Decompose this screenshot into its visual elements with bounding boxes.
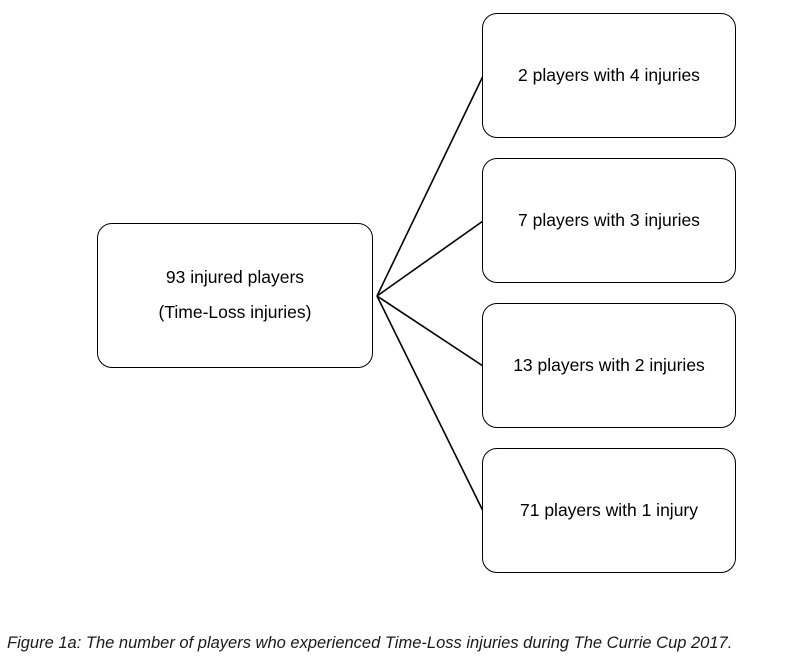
root-node-total-injured-players: 93 injured players (Time-Loss injuries) [97, 223, 373, 368]
child-node-players-with-2-injuries: 13 players with 2 injuries [482, 303, 736, 428]
connector-line-root-to-child-1 [376, 220, 484, 297]
child-node-players-with-3-injuries: 7 players with 3 injuries [482, 158, 736, 283]
figure-caption: Figure 1a: The number of players who exp… [7, 634, 733, 652]
child-node-label: 13 players with 2 injuries [513, 354, 705, 375]
child-node-label: 7 players with 3 injuries [518, 209, 700, 230]
root-node-label-line2: (Time-Loss injuries) [158, 302, 312, 322]
root-node-label-line1: 93 injured players [165, 267, 305, 288]
child-node-players-with-1-injury: 71 players with 1 injury [482, 448, 736, 573]
connector-line-root-to-child-2 [376, 295, 484, 367]
connector-line-root-to-child-0 [376, 75, 484, 297]
child-node-label: 2 players with 4 injuries [518, 64, 700, 85]
child-node-players-with-4-injuries: 2 players with 4 injuries [482, 13, 736, 138]
connector-line-root-to-child-3 [376, 295, 484, 512]
child-node-label: 71 players with 1 injury [520, 499, 698, 520]
